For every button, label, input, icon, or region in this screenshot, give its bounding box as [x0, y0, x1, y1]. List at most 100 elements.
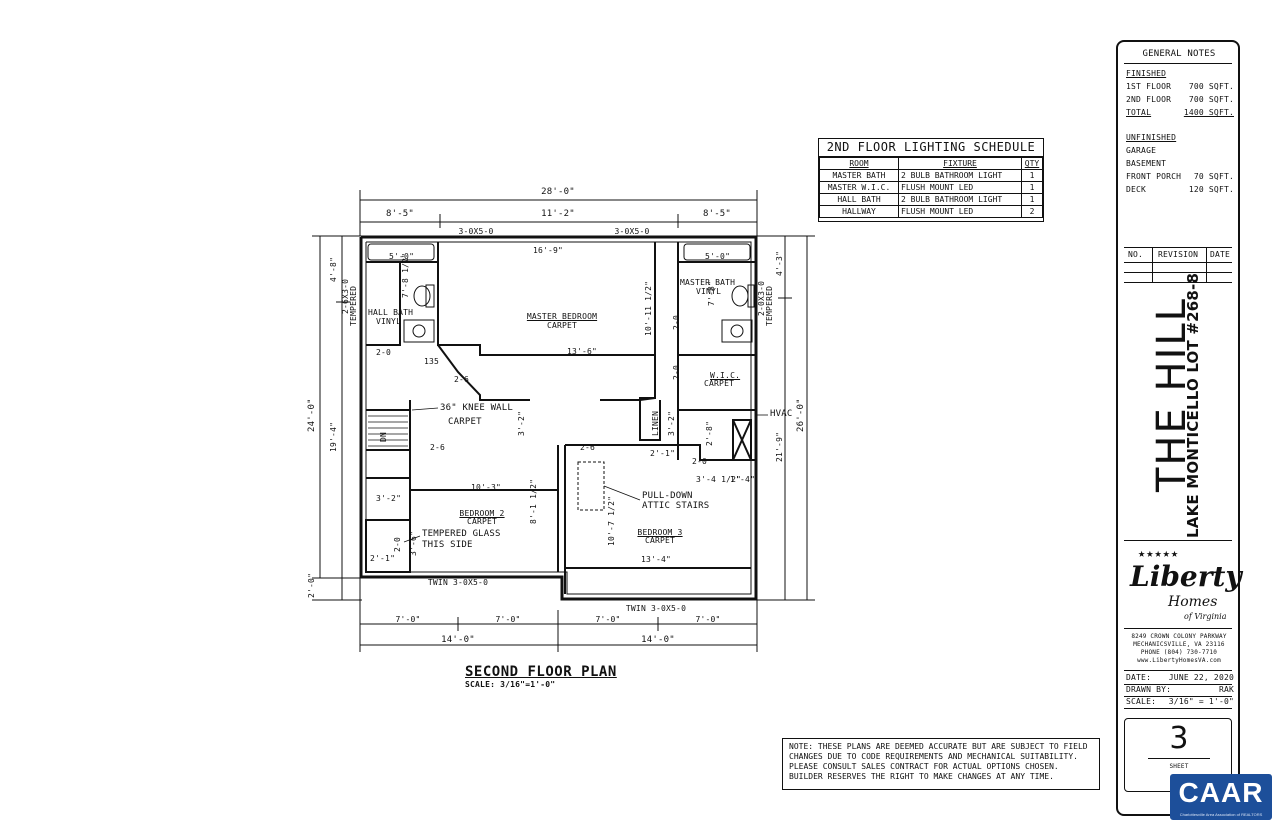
- inner-dim: 10'-3": [470, 483, 502, 492]
- schedule-room: MASTER BATH: [819, 169, 899, 182]
- caar-logo: CAAR Charlottesville Area Association of…: [1170, 774, 1272, 820]
- schedule-header-row: ROOM FIXTURE QTY: [819, 157, 1043, 170]
- inner-dim: 2-6: [454, 375, 470, 384]
- label-linen: LINEN: [651, 410, 660, 436]
- schedule-header: FIXTURE: [898, 157, 1022, 170]
- caar-name: CAAR: [1178, 777, 1264, 808]
- label-attic-stairs: ATTIC STAIRS: [642, 501, 710, 511]
- inner-dim: 2-0: [672, 314, 681, 330]
- label-master-carpet: CARPET: [546, 321, 578, 330]
- plan-title: SECOND FLOOR PLAN: [465, 664, 617, 680]
- table-row: HALL BATH 2 BULB BATHROOM LIGHT 1: [819, 193, 1043, 206]
- dim-left-low: 2'-0": [307, 572, 316, 598]
- dim-right-mid: 21'-9": [775, 431, 784, 462]
- dim-bottom-3: 7'-0": [595, 615, 621, 624]
- label-tempered-glass-2: THIS SIDE: [422, 540, 473, 550]
- front-porch-label: FRONT PORCH: [1126, 172, 1182, 181]
- revision-date-header: DATE: [1210, 250, 1231, 259]
- dim-top-right: 8'-5": [702, 209, 732, 219]
- window-label-twin-1: TWIN 3-0X5-0: [427, 578, 489, 587]
- dim-bottom-right: 14'-0": [641, 635, 675, 645]
- label-dn: DN: [379, 431, 388, 442]
- window-label-2: 3-0X5-0: [614, 227, 650, 236]
- inner-dim: 1'-4": [730, 475, 756, 484]
- logo-of-virginia: of Virginia: [1184, 612, 1227, 621]
- schedule-fixture: FLUSH MOUNT LED: [898, 181, 1022, 194]
- revision-header: REVISION: [1158, 250, 1199, 259]
- label-bedroom-3: BEDROOM 3: [637, 528, 683, 537]
- label-hvac: HVAC: [770, 409, 793, 419]
- dim-bottom-4: 7'-0": [695, 615, 721, 624]
- label-hall-carpet: CARPET: [448, 417, 482, 427]
- inner-dim: 10'-11 1/2": [644, 280, 653, 336]
- garage-label: GARAGE: [1126, 146, 1157, 155]
- revision-no-header: NO.: [1128, 250, 1144, 259]
- inner-dim: 13'-4": [640, 555, 672, 564]
- table-row: MASTER BATH 2 BULB BATHROOM LIGHT 1: [819, 169, 1043, 182]
- label-tempered-glass-1: TEMPERED GLASS: [422, 529, 501, 539]
- inner-dim: 7'-8": [707, 280, 716, 306]
- inner-dim: 3'-6": [409, 530, 418, 556]
- label-bedroom-3-carpet: CARPET: [644, 536, 676, 545]
- schedule-header: ROOM: [819, 157, 899, 170]
- schedule-fixture: FLUSH MOUNT LED: [898, 205, 1022, 218]
- inner-dim: 2-6: [430, 443, 446, 452]
- label-pull-down: PULL-DOWN: [642, 491, 693, 501]
- second-floor-label: 2ND FLOOR: [1126, 95, 1172, 104]
- inner-dim: 2-0: [376, 348, 392, 357]
- date-value: JUNE 22, 2020: [1168, 673, 1234, 682]
- schedule-qty: 1: [1021, 181, 1043, 194]
- window-label-1: 3-0X5-0: [458, 227, 494, 236]
- label-hall-bath: HALL BATH: [368, 308, 414, 317]
- dim-left-mid: 19'-4": [329, 421, 338, 452]
- table-row: HALLWAY FLUSH MOUNT LED 2: [819, 205, 1043, 218]
- title-block: GENERAL NOTES FINISHED 1ST FLOOR 700 SQF…: [1116, 40, 1242, 816]
- label-master-bath: MASTER BATH: [680, 278, 736, 287]
- scale-label: SCALE:: [1126, 697, 1157, 706]
- schedule-room: HALL BATH: [819, 193, 899, 206]
- dim-left-upper: 4'-8": [329, 256, 338, 282]
- caar-subtitle: Charlottesville Area Association of REAL…: [1179, 812, 1263, 817]
- inner-dim: 2'-1": [650, 449, 676, 458]
- label-wic-carpet: CARPET: [704, 379, 735, 388]
- total-value: 1400 SQFT.: [1183, 108, 1234, 117]
- inner-dim: 3'-4 1/2": [696, 475, 742, 484]
- dim-top-left: 8'-5": [385, 209, 415, 219]
- logo-stars-icon: ★★★★★: [1138, 546, 1180, 560]
- table-row: MASTER W.I.C. FLUSH MOUNT LED 1: [819, 181, 1043, 194]
- dim-right-upper: 4'-3": [775, 250, 784, 276]
- schedule-qty: 2: [1021, 205, 1043, 218]
- schedule-room: MASTER W.I.C.: [819, 181, 899, 194]
- inner-dim: 2'-8": [705, 420, 714, 446]
- inner-dim: 13'-6": [566, 347, 598, 356]
- inner-dim: 2-0: [672, 364, 681, 380]
- front-porch-value: 70 SQFT.: [1193, 172, 1234, 181]
- logo-homes: Homes: [1168, 594, 1218, 610]
- window-tempered-left-label: TEMPERED: [349, 285, 358, 326]
- inner-dim: 3'-2": [667, 410, 676, 436]
- label-master-vinyl: VINYL: [696, 287, 722, 296]
- deck-value: 120 SQFT.: [1188, 185, 1234, 194]
- finished-heading: FINISHED: [1126, 69, 1167, 78]
- label-knee-wall: 36" KNEE WALL: [440, 403, 514, 413]
- unfinished-heading: UNFINISHED: [1126, 133, 1177, 142]
- inner-dim: 5'-0": [389, 252, 415, 261]
- logo-liberty: Liberty: [1130, 560, 1242, 593]
- label-hall-vinyl: VINYL: [376, 317, 402, 326]
- schedule-room: HALLWAY: [819, 205, 899, 218]
- project-lot: LAKE MONTICELLO LOT #268-8: [1184, 272, 1202, 538]
- schedule-qty: 1: [1021, 169, 1043, 182]
- total-label: TOTAL: [1126, 108, 1152, 117]
- schedule-fixture: 2 BULB BATHROOM LIGHT: [898, 169, 1022, 182]
- basement-label: BASEMENT: [1126, 159, 1167, 168]
- inner-dim: 3'-2": [376, 494, 402, 503]
- dim-right-total: 26'-0": [796, 398, 806, 432]
- inner-dim: 3'-2": [517, 410, 526, 436]
- dim-bottom-1: 7'-0": [395, 615, 421, 624]
- inner-dim: 7'-8 1/2": [401, 252, 410, 298]
- schedule-fixture: 2 BULB BATHROOM LIGHT: [898, 193, 1022, 206]
- lighting-schedule: 2ND FLOOR LIGHTING SCHEDULE ROOM FIXTURE…: [818, 138, 1044, 222]
- plan-scale: SCALE: 3/16"=1'-0": [465, 680, 556, 689]
- inner-dim: 5'-0": [705, 252, 731, 261]
